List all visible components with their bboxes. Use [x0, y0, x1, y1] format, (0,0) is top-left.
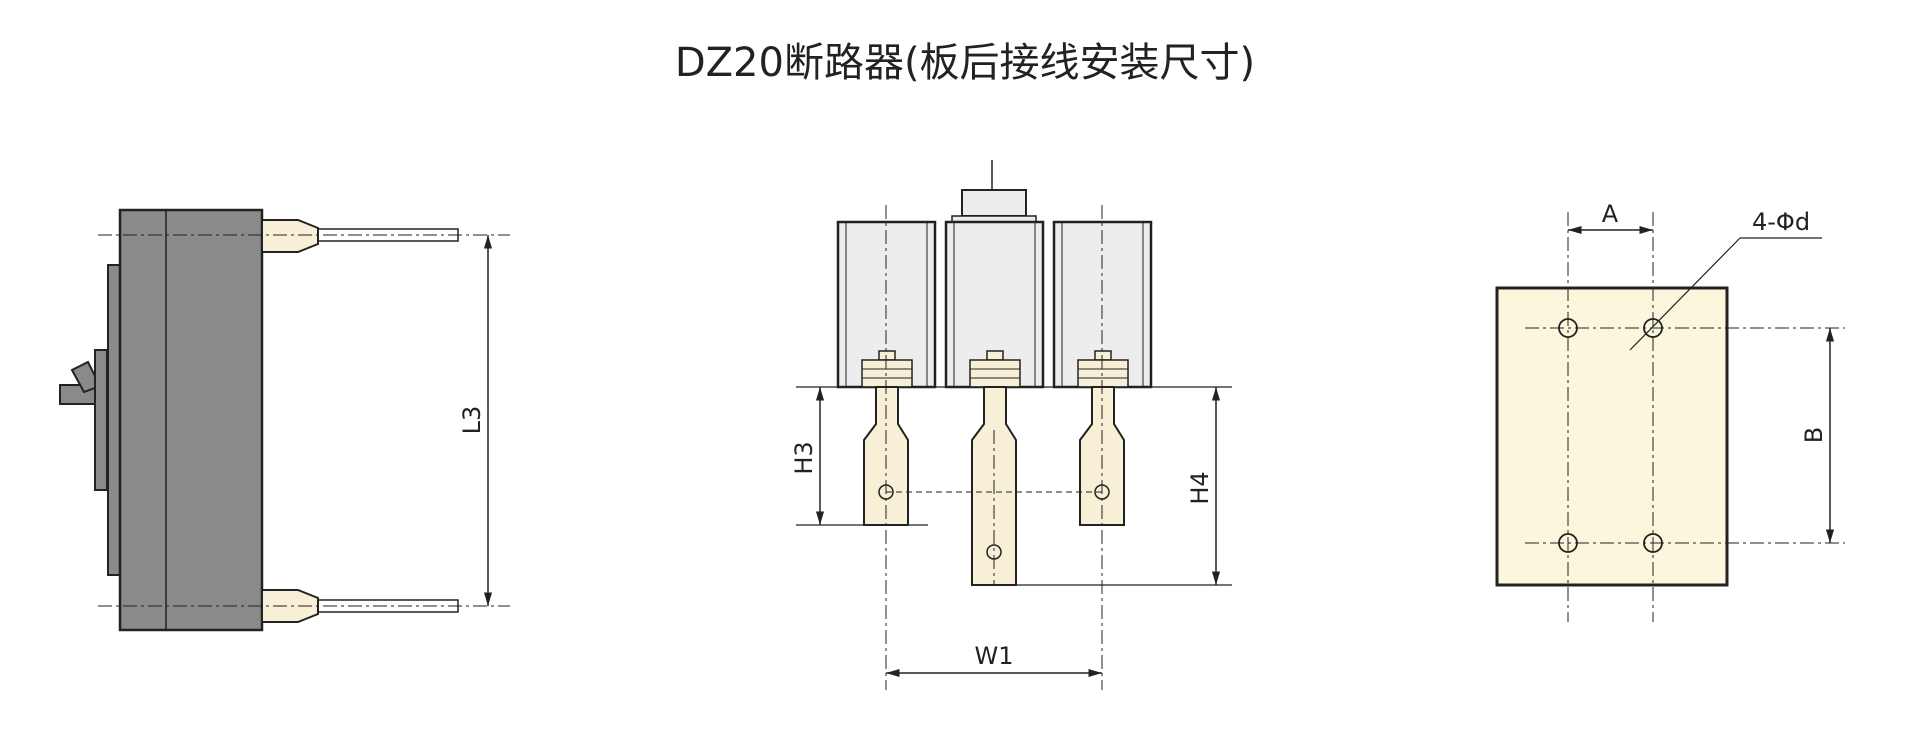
hole-leader — [1629, 237, 1741, 351]
hole-bottom-right — [1643, 533, 1663, 553]
mounting-plate-view: A B 4-Φd — [1495, 200, 1845, 622]
label-a: A — [1602, 200, 1619, 228]
label-w1: W1 — [975, 642, 1014, 670]
center-lever — [961, 189, 1027, 217]
breaker-front-face — [94, 349, 108, 491]
hole-bottom-left — [1558, 533, 1578, 553]
side-view: L3 — [59, 208, 510, 632]
label-l3: L3 — [458, 406, 486, 435]
hole-top-left — [1558, 318, 1578, 338]
mounting-plate — [1495, 286, 1729, 587]
page-title: DZ20断路器(板后接线安装尺寸) — [674, 40, 1256, 86]
hole-top-right — [1643, 318, 1663, 338]
front-view: H3 H4 W1 — [790, 160, 1232, 690]
label-h4: H4 — [1186, 471, 1214, 504]
label-h3: H3 — [790, 441, 818, 474]
top-terminal — [261, 219, 319, 253]
label-b: B — [1800, 427, 1828, 443]
breaker-body — [118, 208, 264, 632]
bottom-terminal — [261, 589, 319, 623]
label-hole: 4-Φd — [1752, 208, 1810, 236]
